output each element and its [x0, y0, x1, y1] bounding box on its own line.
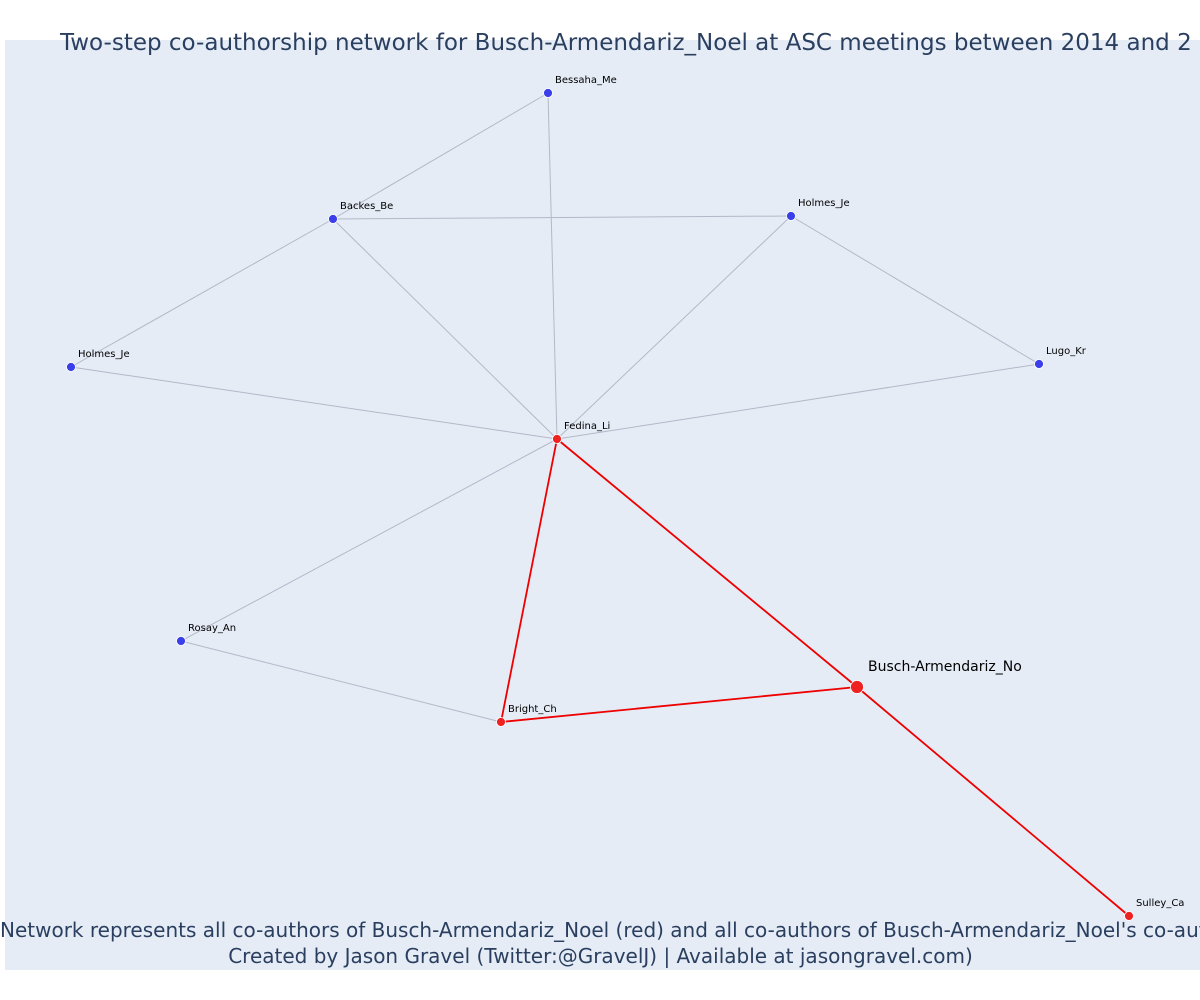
edge-busch-bright — [500, 686, 858, 723]
edge-fedina-bessaha — [547, 92, 558, 440]
node-label-holmes2: Holmes_Je — [798, 198, 850, 209]
plot-area — [5, 40, 1200, 970]
node-lugo[interactable] — [1034, 359, 1044, 369]
edge-fedina-backes — [332, 218, 558, 440]
labels-layer: Busch-Armendariz_No Fedina_LiBright_ChSul… — [78, 75, 1184, 909]
edge-fedina-bright — [500, 438, 558, 723]
node-backes[interactable] — [328, 214, 338, 224]
edge-fedina-lugo — [556, 363, 1040, 440]
node-fedina[interactable] — [552, 434, 562, 444]
edges-layer — [70, 92, 1130, 917]
edge-busch-sulley — [856, 686, 1130, 917]
node-label-rosay: Rosay_An — [188, 623, 236, 634]
chart-title: Two-step co-authorship network for Busch… — [60, 30, 1192, 56]
node-sulley[interactable] — [1124, 911, 1134, 921]
node-holmes1[interactable] — [66, 362, 76, 372]
caption-credit: Created by Jason Gravel (Twitter:@Gravel… — [228, 944, 973, 968]
node-rosay[interactable] — [176, 636, 186, 646]
edge-backes-holmes2 — [332, 215, 792, 220]
edge-backes-bessaha — [332, 92, 549, 220]
node-label-backes: Backes_Be — [340, 201, 393, 212]
node-holmes2[interactable] — [786, 211, 796, 221]
node-label-busch: Busch-Armendariz_No — [868, 659, 1022, 675]
node-label-lugo: Lugo_Kr — [1046, 346, 1087, 357]
node-bright[interactable] — [496, 717, 506, 727]
node-bessaha[interactable] — [543, 88, 553, 98]
nodes-layer — [66, 88, 1134, 921]
edge-fedina-holmes2 — [556, 215, 792, 440]
node-label-bright: Bright_Ch — [508, 704, 557, 715]
edge-busch-fedina — [556, 438, 858, 688]
edge-fedina-rosay — [180, 438, 558, 642]
node-label-bessaha: Bessaha_Me — [555, 75, 617, 86]
edge-backes-holmes1 — [70, 218, 334, 368]
node-label-holmes1: Holmes_Je — [78, 349, 130, 360]
edge-fedina-holmes1 — [70, 366, 558, 440]
edge-holmes2-lugo — [790, 215, 1040, 365]
node-busch[interactable] — [850, 680, 864, 694]
node-label-fedina: Fedina_Li — [564, 421, 610, 432]
edge-rosay-bright — [180, 640, 502, 723]
caption-description: Network represents all co-authors of Bus… — [0, 918, 1200, 942]
node-label-sulley: Sulley_Ca — [1136, 898, 1184, 909]
